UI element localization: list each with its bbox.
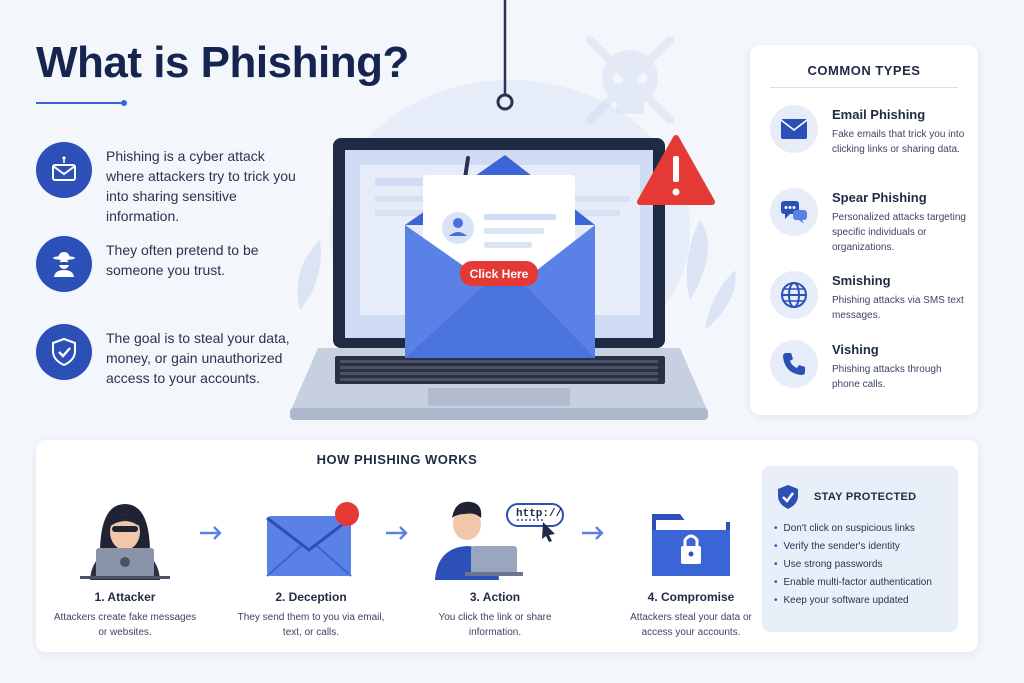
notification-badge: 1 [361, 514, 369, 528]
point-text: The goal is to steal your data, money, o… [106, 330, 290, 386]
arrow-right-icon [200, 526, 222, 540]
skull-icon [586, 36, 674, 124]
list-item: Keep your software updated [774, 592, 932, 610]
click-here-button: Click Here [470, 267, 529, 281]
type-email-phishing: Email Phishing Fake emails that trick yo… [770, 105, 970, 157]
title-underline [36, 100, 127, 106]
envelope-notification-icon [266, 502, 359, 577]
phone-icon [770, 340, 818, 388]
type-vishing: Vishing Phishing attacks through phone c… [770, 340, 970, 392]
page-title: What is Phishing? [36, 38, 409, 87]
point-text: They often pretend to be someone you tru… [106, 242, 259, 278]
shield-check-icon [778, 485, 798, 509]
how-phishing-works-panel: HOW PHISHING WORKS 1. Attacker Attackers… [36, 440, 978, 652]
point-goal: The goal is to steal your data, money, o… [36, 324, 306, 388]
stay-protected-title: STAY PROTECTED [814, 491, 917, 503]
arrow-right-icon [386, 526, 408, 540]
warning-icon [637, 135, 715, 205]
point-definition: Phishing is a cyber attack where attacke… [36, 142, 306, 226]
arrow-right-icon [582, 526, 604, 540]
locked-folder-icon [652, 514, 730, 576]
chat-bubbles-icon [770, 188, 818, 236]
user-clicking-link-icon [435, 501, 564, 580]
protection-tips-list: Don't click on suspicious links Verify t… [774, 520, 932, 610]
envelope-icon [770, 105, 818, 153]
common-types-panel: COMMON TYPES Email Phishing Fake emails … [750, 45, 978, 415]
how-it-works-title: HOW PHISHING WORKS [316, 452, 478, 467]
point-impersonation: They often pretend to be someone you tru… [36, 236, 306, 292]
step-deception: 1 2. Deception They send them to you via… [236, 480, 386, 640]
laptop-phishing-illustration: Click Here [290, 0, 736, 420]
common-types-title: COMMON TYPES [807, 63, 921, 78]
hacker-icon [80, 504, 170, 580]
link-url-text: http:// [516, 508, 563, 520]
stay-protected-box: STAY PROTECTED Don't click on suspicious… [762, 466, 958, 632]
type-spear-phishing: Spear Phishing Personalized attacks targ… [770, 188, 970, 255]
step-compromise: 4. Compromise Attackers steal your data … [616, 480, 766, 640]
step-attacker: 1. Attacker Attackers create fake messag… [50, 480, 200, 640]
shield-check-icon [36, 324, 92, 380]
email-hook-icon [36, 142, 92, 198]
divider [770, 87, 958, 88]
list-item: Don't click on suspicious links [774, 520, 932, 538]
step-action: http:// 3. Action You click the link or … [420, 480, 570, 640]
list-item: Use strong passwords [774, 556, 932, 574]
globe-icon [770, 271, 818, 319]
type-smishing: Smishing Phishing attacks via SMS text m… [770, 271, 970, 323]
list-item: Verify the sender's identity [774, 538, 932, 556]
spy-icon [36, 236, 92, 292]
point-text: Phishing is a cyber attack where attacke… [106, 148, 296, 224]
list-item: Enable multi-factor authentication [774, 574, 932, 592]
